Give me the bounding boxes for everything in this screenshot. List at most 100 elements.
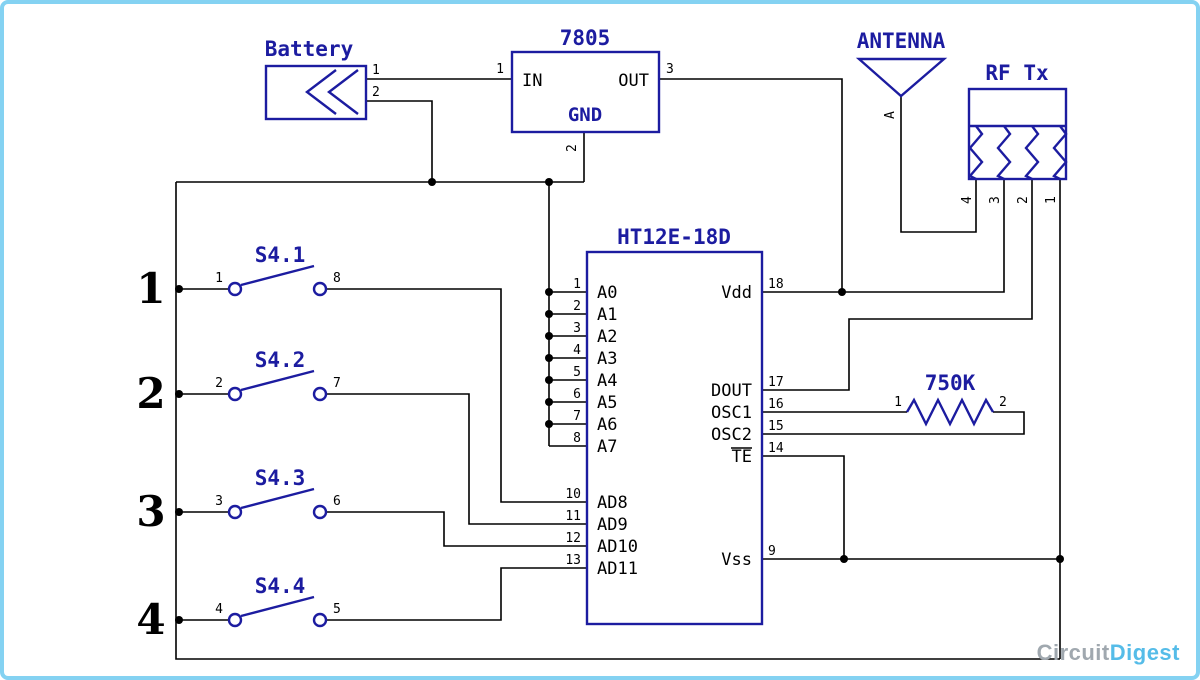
pin-number: 6 (333, 494, 341, 509)
pin-number: A (883, 111, 898, 119)
rf-tx-coil (1024, 125, 1040, 181)
rf-tx-coil (996, 125, 1012, 181)
wire-segment (659, 78, 843, 292)
wire-segment (900, 96, 977, 233)
pin-name: A7 (597, 437, 617, 457)
wire-segment (326, 511, 587, 547)
pin-number: 1 (894, 395, 902, 410)
pin-number: 13 (565, 553, 581, 568)
junction-dot (545, 178, 553, 186)
rf-tx-module: RF Tx 4 3 2 1 (960, 61, 1068, 204)
wire-segment (762, 179, 1033, 391)
resistor-symbol (905, 397, 995, 427)
pin-number: 1 (215, 271, 223, 286)
junction-dot (545, 354, 553, 362)
pin-number: 18 (768, 277, 784, 292)
junction-dot (545, 420, 553, 428)
pin-number: 11 (565, 509, 581, 524)
pin-number: 2 (565, 144, 580, 152)
brand-digest-text: Digest (1109, 640, 1180, 665)
encoder-body (585, 250, 764, 626)
pin-number: 17 (768, 375, 784, 390)
switch-s4-3: 3 S4.3 3 6 (136, 466, 340, 536)
switch-terminal (227, 612, 243, 628)
switch-lever (240, 595, 315, 618)
switch-terminal (227, 504, 243, 520)
switch-terminal (227, 281, 243, 297)
pin-name: A5 (597, 393, 617, 413)
wire-segment (762, 179, 1005, 293)
row-number: 2 (136, 369, 165, 418)
row-number: 1 (136, 264, 165, 313)
pin-name: IN (522, 71, 542, 91)
row-number: 4 (136, 595, 165, 644)
pin-number: 2 (372, 85, 380, 100)
switch-label: S4.2 (255, 348, 306, 372)
wire-segment (175, 182, 1060, 660)
wire-segment (326, 567, 587, 621)
pin-number: 10 (565, 487, 581, 502)
circuitdigest-logo: CircuitDigest (1037, 640, 1180, 666)
brand-circuit-text: Circuit (1036, 640, 1110, 665)
pin-number: 7 (573, 409, 581, 424)
switch-label: S4.3 (255, 466, 306, 490)
antenna-label: ANTENNA (857, 29, 946, 53)
switch-terminal (312, 281, 328, 297)
pin-number: 2 (573, 299, 581, 314)
junctions (175, 178, 1064, 624)
pin-number: 2 (999, 395, 1007, 410)
rf-tx-coil (1052, 125, 1068, 181)
antenna-symbol (855, 57, 948, 98)
pin-number: 4 (960, 196, 975, 204)
pin-name: Vss (721, 550, 752, 570)
switch-lever (240, 369, 315, 392)
battery-cell-symbol (305, 69, 337, 115)
pin-name: A6 (597, 415, 617, 435)
pin-number: 3 (666, 62, 674, 77)
pin-number: 8 (333, 271, 341, 286)
wires (175, 78, 1061, 660)
pin-number: 3 (988, 196, 1003, 204)
pin-number: 5 (333, 602, 341, 617)
pin-number: 14 (768, 441, 784, 456)
pin-name: OSC1 (711, 403, 752, 423)
pin-name: A2 (597, 327, 617, 347)
wire-segment (326, 288, 587, 503)
regulator-body (510, 50, 661, 134)
junction-dot (838, 288, 846, 296)
pin-number: 9 (768, 544, 776, 559)
junction-dot (545, 288, 553, 296)
pin-name: OSC2 (711, 425, 752, 445)
junction-dot (545, 376, 553, 384)
switch-lever (240, 264, 315, 287)
resistor-750k: 750K 1 2 (894, 371, 1007, 427)
antenna-component: ANTENNA A (855, 29, 948, 119)
pin-number: 1 (496, 62, 504, 77)
pin-name-te: TE (732, 447, 752, 467)
encoder-label: HT12E-18D (617, 225, 731, 249)
pin-number: 2 (1016, 196, 1031, 204)
switch-terminal (312, 386, 328, 402)
pin-name: A0 (597, 283, 617, 303)
switch-label: S4.1 (255, 243, 306, 267)
pin-name: Vdd (721, 283, 752, 303)
pin-name: AD11 (597, 559, 638, 579)
pin-name: OUT (618, 71, 649, 91)
switch-label: S4.4 (255, 574, 306, 598)
battery-body (264, 64, 368, 121)
pin-name: AD8 (597, 493, 628, 513)
pin-number: 8 (573, 431, 581, 446)
switch-s4-2: 2 S4.2 2 7 (136, 348, 340, 418)
pin-number: 3 (573, 321, 581, 336)
pin-number: 12 (565, 531, 581, 546)
wire-segment (762, 455, 845, 559)
pin-number: 4 (573, 343, 581, 358)
pin-number: 6 (573, 387, 581, 402)
regulator-label: 7805 (560, 26, 611, 50)
resistor-label: 750K (925, 371, 976, 395)
pin-name: A1 (597, 305, 617, 325)
pin-number: 16 (768, 397, 784, 412)
junction-dot (175, 285, 183, 293)
junction-dot (545, 310, 553, 318)
pin-name: A4 (597, 371, 617, 391)
